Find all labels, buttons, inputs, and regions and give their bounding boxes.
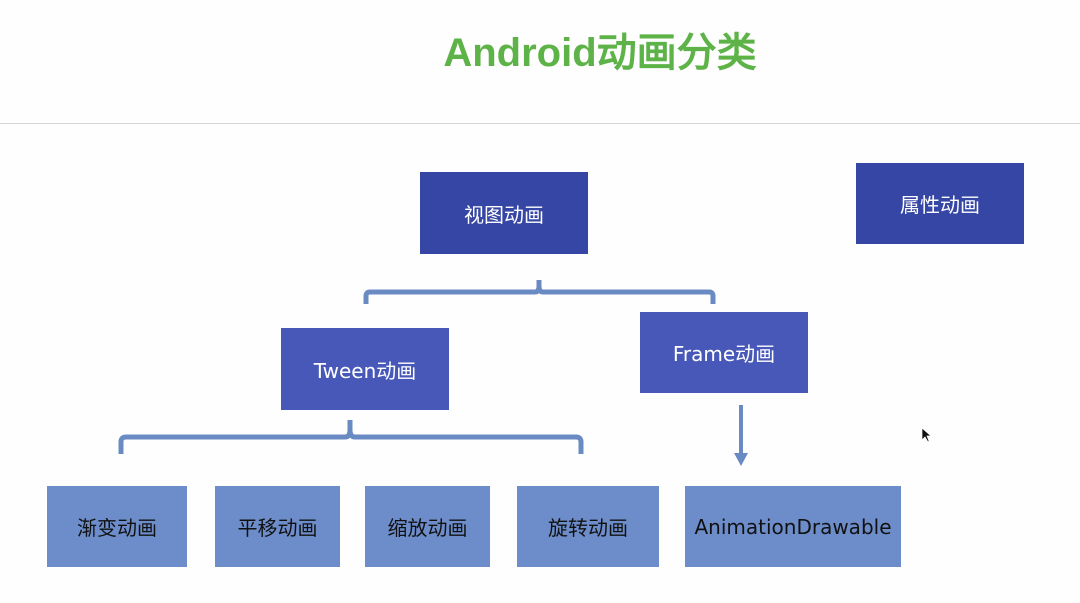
node-translate-animation: 平移动画 (215, 486, 340, 567)
bracket-tween-children (118, 420, 584, 454)
node-label: 缩放动画 (387, 516, 468, 540)
node-label: AnimationDrawable (694, 514, 892, 539)
node-alpha-animation: 渐变动画 (47, 486, 187, 567)
node-label: 渐变动画 (77, 516, 157, 540)
bracket-view-children (363, 280, 716, 304)
node-label: 旋转动画 (548, 516, 628, 540)
node-tween-animation: Tween动画 (281, 328, 449, 410)
node-frame-animation: Frame动画 (640, 312, 808, 393)
node-view-animation: 视图动画 (420, 172, 588, 254)
node-property-animation: 属性动画 (856, 163, 1024, 244)
node-label: Tween动画 (313, 358, 417, 383)
divider (0, 123, 1080, 124)
mouse-cursor-icon (921, 427, 932, 443)
slide-title: Android动画分类 (443, 31, 757, 75)
node-rotate-animation: 旋转动画 (517, 486, 659, 567)
node-scale-animation: 缩放动画 (365, 486, 490, 567)
node-label: 视图动画 (464, 202, 544, 227)
arrow-head-icon (734, 453, 748, 466)
node-label: 属性动画 (900, 193, 980, 217)
node-animation-drawable: AnimationDrawable (685, 486, 901, 567)
node-label: 平移动画 (237, 516, 318, 540)
node-label: Frame动画 (672, 342, 776, 366)
